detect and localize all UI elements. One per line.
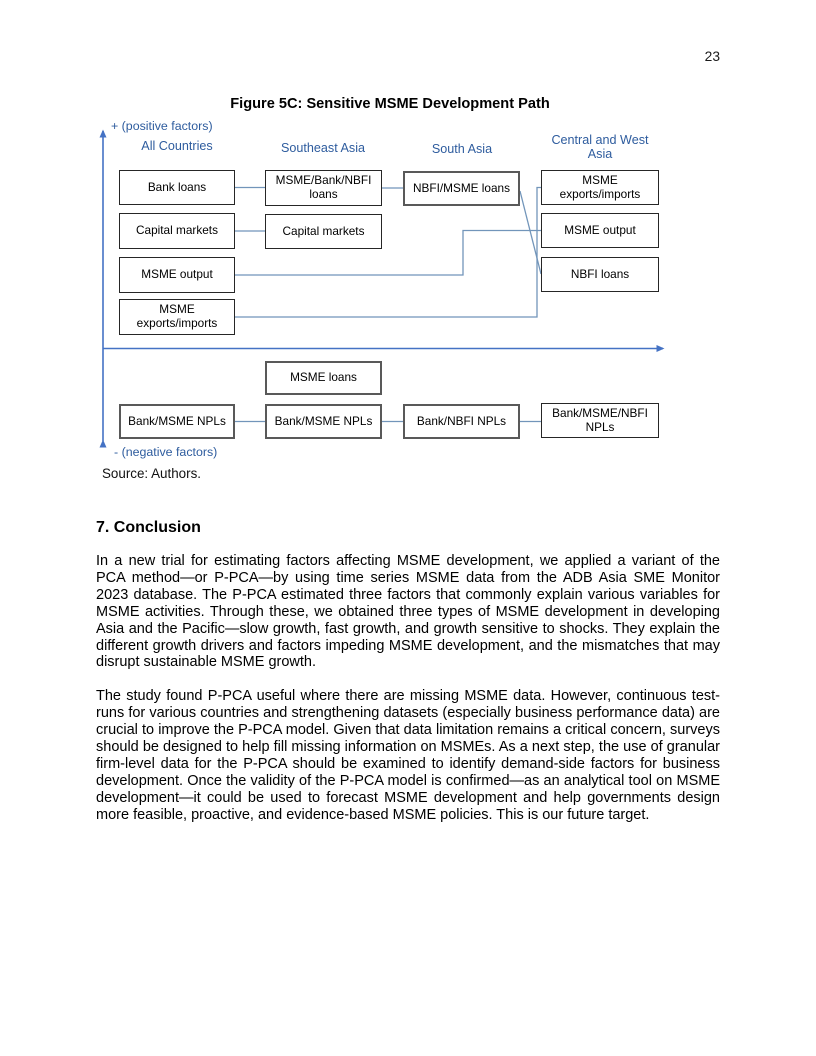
conclusion-section: 7. Conclusion In a new trial for estimat…	[96, 519, 720, 841]
box-msme-exports-imports-all: MSME exports/imports	[119, 299, 235, 335]
box-bank-msme-nbfi-npls: Bank/MSME/NBFI NPLs	[541, 403, 659, 438]
connector-exportsimports-exportsimports	[235, 186, 541, 318]
box-nbfi-msme-loans: NBFI/MSME loans	[403, 171, 520, 206]
box-msme-output-cw: MSME output	[541, 213, 659, 248]
conclusion-paragraph-1: In a new trial for estimating factors af…	[96, 553, 720, 671]
column-header-central-west-asia: Central and West Asia	[551, 133, 649, 161]
box-bank-msme-npls-all: Bank/MSME NPLs	[119, 404, 235, 439]
page-number: 23	[704, 49, 720, 64]
conclusion-heading: 7. Conclusion	[96, 519, 201, 536]
column-header-southeast-asia: Southeast Asia	[280, 141, 366, 155]
box-msme-bank-nbfi-loans: MSME/Bank/NBFI loans	[265, 170, 382, 206]
box-msme-loans: MSME loans	[265, 361, 382, 395]
box-bank-msme-npls-se: Bank/MSME NPLs	[265, 404, 382, 439]
box-capital-markets-se: Capital markets	[265, 214, 382, 249]
figure-diagram: + (positive factors) - (negative factors…	[0, 0, 816, 500]
box-bank-nbfi-npls: Bank/NBFI NPLs	[403, 404, 520, 439]
box-msme-exports-imports-cw: MSME exports/imports	[541, 170, 659, 205]
figure-source: Source: Authors.	[102, 466, 201, 481]
box-bank-loans: Bank loans	[119, 170, 235, 205]
box-msme-output-all: MSME output	[119, 257, 235, 293]
box-nbfi-loans: NBFI loans	[541, 257, 659, 292]
connector-msmeoutput-msmeoutput	[235, 229, 541, 276]
negative-axis-label: - (negative factors)	[114, 445, 218, 459]
connector-nbfimsme-nbfiloans	[519, 190, 542, 275]
column-header-south-asia: South Asia	[431, 142, 493, 156]
positive-axis-label: + (positive factors)	[111, 119, 213, 133]
box-capital-markets-all: Capital markets	[119, 213, 235, 249]
column-header-all-countries: All Countries	[141, 139, 213, 153]
conclusion-paragraph-2: The study found P-PCA useful where there…	[96, 688, 720, 823]
figure-title: Figure 5C: Sensitive MSME Development Pa…	[230, 96, 550, 112]
